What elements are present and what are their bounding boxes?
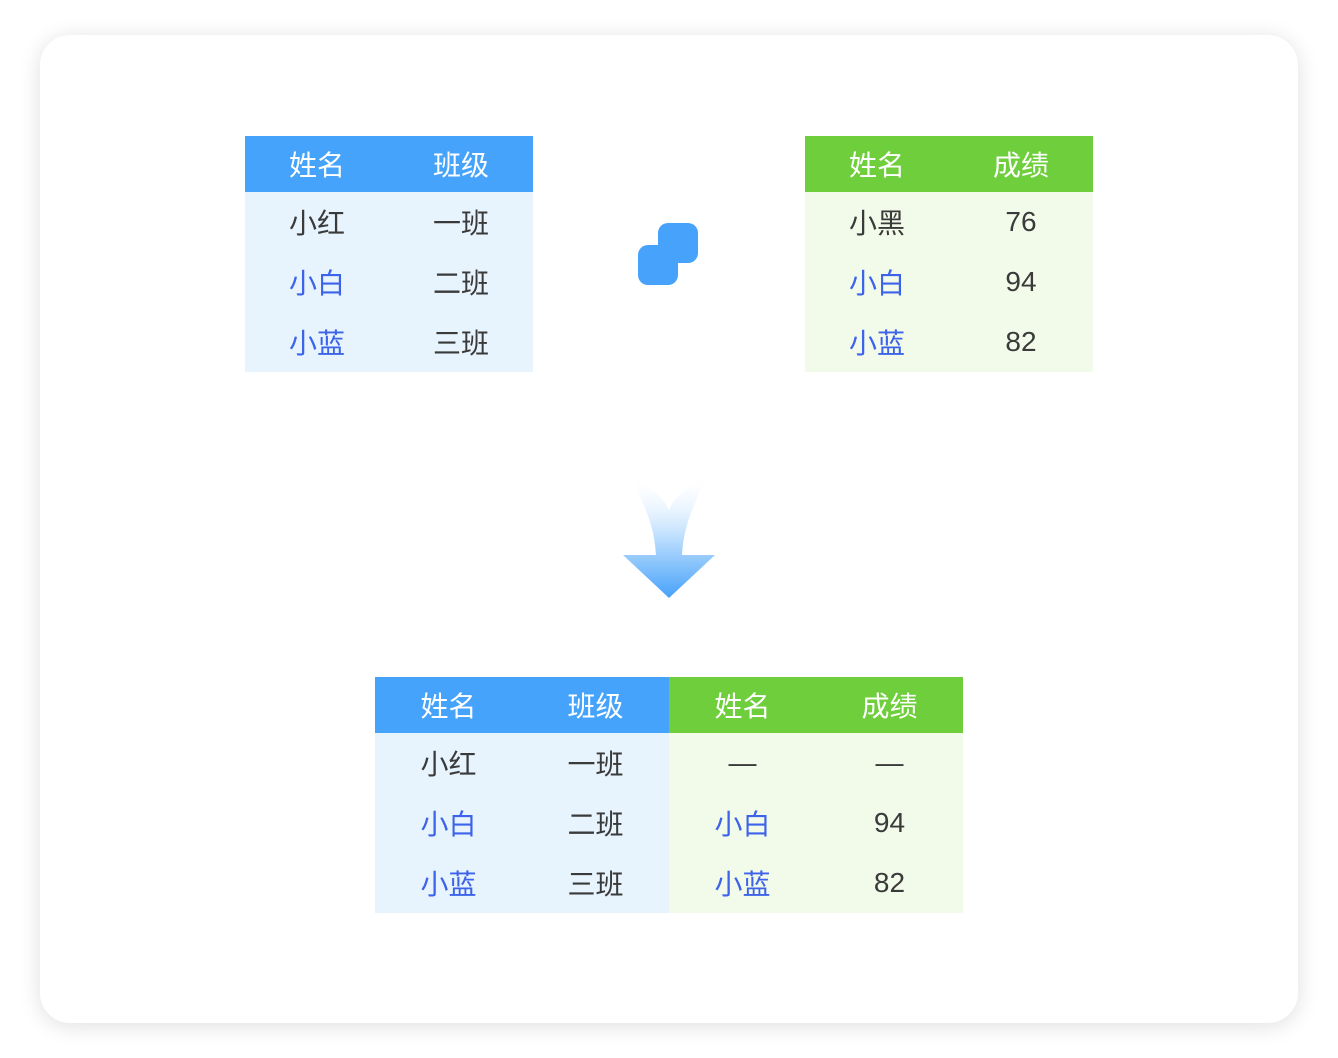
merged-header-blue: 姓名 班级 <box>375 677 669 733</box>
cell-score: 82 <box>873 867 906 898</box>
source-table-score: 姓名 成绩 小黑 76 小白 94 小蓝 82 <box>805 136 1093 372</box>
merged-body-green: — — 小白 94 小蓝 82 <box>669 733 963 913</box>
cell-name: 小蓝 <box>288 328 345 359</box>
table-row: 小红 一班 <box>245 192 533 252</box>
cell-name: 小白 <box>714 809 771 840</box>
cell-class: 二班 <box>567 809 624 840</box>
source-table-class: 姓名 班级 小红 一班 小白 二班 小蓝 三班 <box>245 136 533 372</box>
cell-class: 三班 <box>567 869 624 900</box>
table-row: 小白 二班 <box>375 793 669 853</box>
down-arrow-icon <box>622 477 716 600</box>
cell-name: 小红 <box>420 749 477 780</box>
cell-score: — <box>875 747 904 778</box>
class-table-header: 姓名 班级 <box>245 136 533 192</box>
cell-name: 小黑 <box>848 208 905 239</box>
cell-name: 小蓝 <box>848 328 905 359</box>
merge-icon <box>638 223 698 285</box>
table-row: 小红 一班 <box>375 733 669 793</box>
table-row: — — <box>669 733 963 793</box>
cell-score: 94 <box>1005 266 1037 297</box>
merged-right-half: 姓名 成绩 — — 小白 94 小蓝 82 <box>669 677 963 913</box>
cell-score: 76 <box>1005 206 1037 237</box>
header-cell-class: 班级 <box>432 150 489 181</box>
cell-name: 小白 <box>420 809 477 840</box>
header-cell-class: 班级 <box>567 691 624 722</box>
table-row: 小白 二班 <box>245 252 533 312</box>
merged-body-blue: 小红 一班 小白 二班 小蓝 三班 <box>375 733 669 913</box>
header-cell-score: 成绩 <box>861 691 918 722</box>
header-cell-name: 姓名 <box>420 691 477 722</box>
cell-name: 小蓝 <box>714 869 771 900</box>
cell-name: 小白 <box>848 268 905 299</box>
cell-class: 一班 <box>432 208 489 239</box>
table-row: 小蓝 三班 <box>375 853 669 913</box>
table-row: 小蓝 82 <box>669 853 963 913</box>
cell-class: 三班 <box>432 328 489 359</box>
cell-score: 94 <box>873 807 906 838</box>
cell-name: — <box>728 747 757 778</box>
card-background: 姓名 班级 小红 一班 小白 二班 小蓝 三班 姓名 <box>40 35 1298 1023</box>
cell-name: 小白 <box>288 268 345 299</box>
score-table-header: 姓名 成绩 <box>805 136 1093 192</box>
cell-class: 二班 <box>432 268 489 299</box>
cell-name: 小红 <box>288 208 345 239</box>
table-row: 小白 94 <box>669 793 963 853</box>
merged-result-table: 姓名 班级 小红 一班 小白 二班 小蓝 三班 <box>375 677 963 913</box>
cell-class: 一班 <box>567 749 624 780</box>
cell-name: 小蓝 <box>420 869 477 900</box>
header-cell-name: 姓名 <box>288 150 345 181</box>
class-table-body: 小红 一班 小白 二班 小蓝 三班 <box>245 192 533 372</box>
merged-header-green: 姓名 成绩 <box>669 677 963 733</box>
merged-left-half: 姓名 班级 小红 一班 小白 二班 小蓝 三班 <box>375 677 669 913</box>
table-row: 小黑 76 <box>805 192 1093 252</box>
table-row: 小蓝 三班 <box>245 312 533 372</box>
table-row: 小蓝 82 <box>805 312 1093 372</box>
header-cell-name: 姓名 <box>848 150 905 181</box>
cell-score: 82 <box>1005 326 1037 357</box>
header-cell-score: 成绩 <box>992 150 1049 181</box>
table-row: 小白 94 <box>805 252 1093 312</box>
score-table-body: 小黑 76 小白 94 小蓝 82 <box>805 192 1093 372</box>
header-cell-name: 姓名 <box>714 691 771 722</box>
